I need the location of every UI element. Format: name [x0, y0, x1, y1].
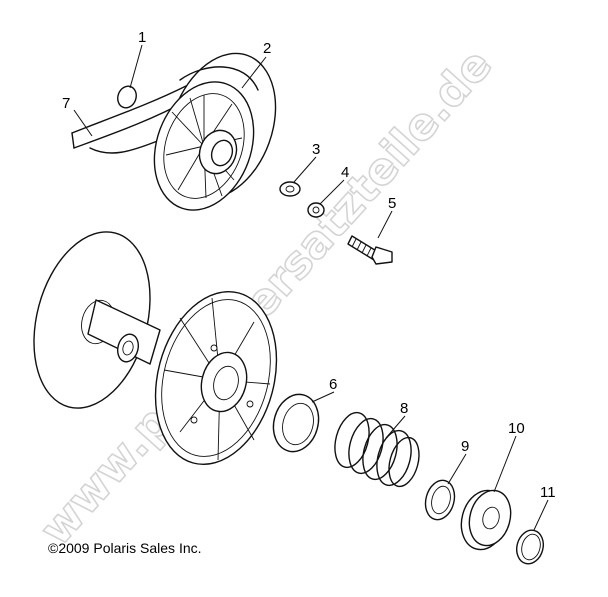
- part-9-washer: [424, 479, 456, 521]
- callout-11: 11: [540, 484, 556, 501]
- callout-1: 1: [138, 29, 146, 46]
- part-11-retaining-ring: [515, 529, 545, 565]
- part-7-drive-belt: [71, 85, 189, 154]
- part-6-seal: [272, 393, 320, 453]
- callout-2: 2: [263, 40, 271, 57]
- callout-7: 7: [62, 95, 70, 112]
- part-4-washer: [307, 202, 325, 218]
- callout-5: 5: [388, 195, 396, 212]
- callout-3: 3: [312, 141, 320, 158]
- part-5-bolt: [347, 235, 393, 265]
- callout-10: 10: [508, 420, 525, 437]
- callout-6: 6: [329, 376, 337, 393]
- part-3-washer: [279, 181, 301, 197]
- driven-clutch-movable-sheave: [154, 290, 278, 466]
- part-1-o-ring: [117, 85, 137, 109]
- callout-4: 4: [341, 164, 349, 181]
- callout-numbers: 1 2 3 4 5 6 7 8 9 10 11: [62, 29, 556, 501]
- part-2-drive-clutch: [153, 52, 277, 211]
- leader-lines: [73, 44, 549, 531]
- part-8-spring: [334, 411, 420, 488]
- callout-8: 8: [400, 400, 408, 417]
- callout-9: 9: [461, 438, 469, 455]
- part-10-spring-cup: [460, 489, 512, 551]
- copyright-text: ©2009 Polaris Sales Inc.: [48, 540, 202, 556]
- driven-clutch-stationary-sheave: [33, 231, 161, 409]
